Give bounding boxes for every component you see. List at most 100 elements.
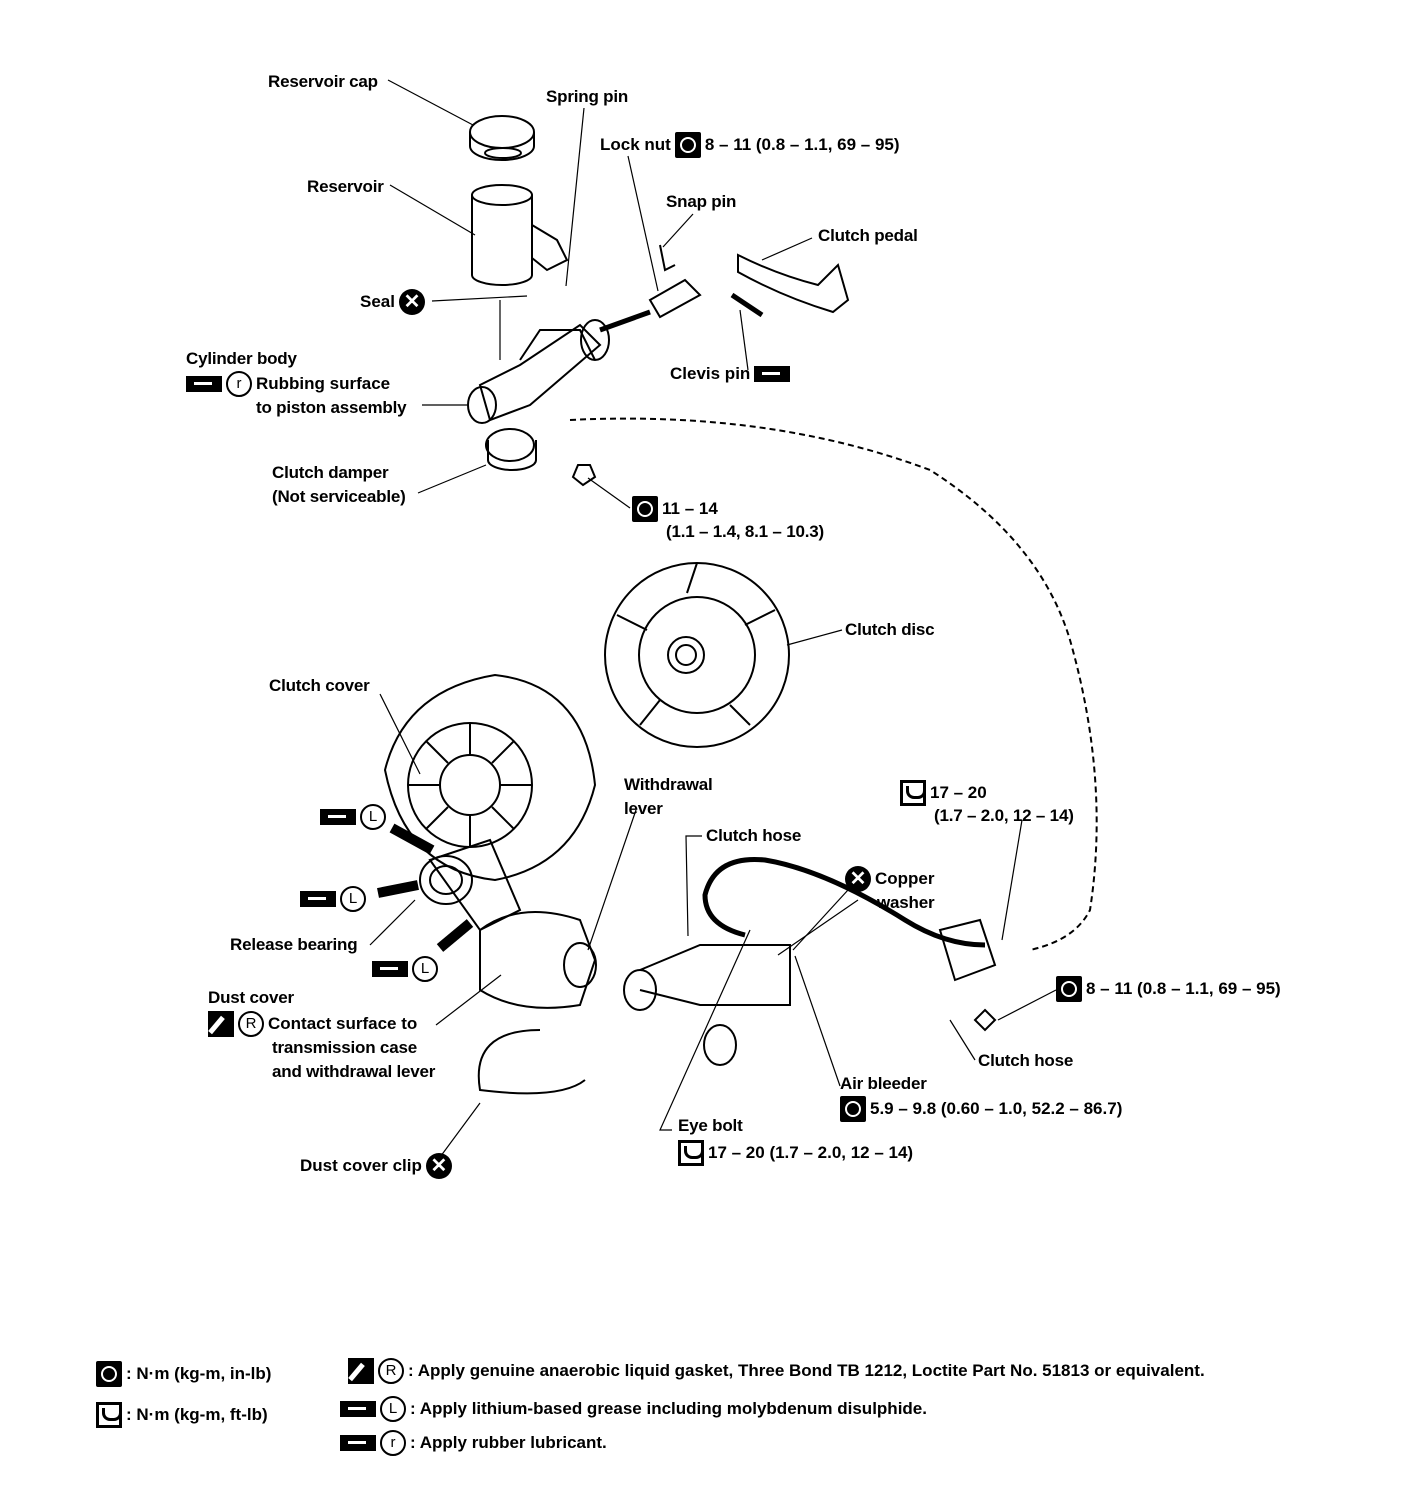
- copper-row: ✕ Copper: [845, 866, 935, 892]
- dust-cover-label: Dust cover: [208, 988, 294, 1007]
- lithium-grease-icon: L: [380, 1396, 406, 1422]
- legend-grease: L : Apply lithium-based grease including…: [340, 1396, 927, 1422]
- lock-nut-torque: 8 – 11 (0.8 – 1.1, 69 – 95): [704, 135, 900, 154]
- torque-ft-lb-icon: [96, 1402, 122, 1428]
- eye-bolt-torque: 17 – 20 (1.7 – 2.0, 12 – 14): [708, 1143, 914, 1162]
- air-bleeder-torque-row: 5.9 – 9.8 (0.60 – 1.0, 52.2 – 86.7): [840, 1096, 1122, 1122]
- clutch-hose-top-label: Clutch hose: [706, 826, 802, 845]
- legend-nm-ft-lb-text: : N·m (kg-m, ft-lb): [126, 1405, 268, 1424]
- clutch-hose-drawing: [702, 856, 986, 948]
- torque-17-20-row: 17 – 20: [900, 780, 987, 806]
- release-bearing-drawing: [419, 855, 473, 905]
- snap-pin-drawing: [659, 244, 676, 272]
- torque-in-lb-icon: [1056, 976, 1082, 1002]
- contact-surface-row: R Contact surface to: [208, 1011, 417, 1037]
- lock-nut-label: Lock nut: [600, 135, 671, 154]
- grease-icon: [320, 809, 356, 825]
- clevis-pin-label: Clevis pin: [670, 364, 751, 383]
- clevis-pin-row: Clevis pin: [670, 362, 791, 386]
- eye-bolt-label: Eye bolt: [678, 1116, 743, 1135]
- liquid-gasket-icon: [348, 1358, 374, 1384]
- torque-in-lb-icon: [840, 1096, 866, 1122]
- clutch-damper-label: Clutch damper: [272, 463, 389, 482]
- seal-label: Seal: [360, 292, 395, 311]
- torque-11-14: 11 – 14: [662, 499, 718, 518]
- hose-bolt-torque-row: 8 – 11 (0.8 – 1.1, 69 – 95): [1056, 976, 1281, 1002]
- seal-row: Seal ✕: [360, 289, 425, 315]
- lock-nut-row: Lock nut 8 – 11 (0.8 – 1.1, 69 – 95): [600, 132, 900, 158]
- legend-gasket-text: : Apply genuine anaerobic liquid gasket,…: [408, 1361, 1205, 1380]
- clutch-disc-label: Clutch disc: [845, 620, 935, 639]
- clutch-line: [569, 417, 1098, 951]
- hose-bolt-drawing: [973, 1008, 997, 1032]
- contact-surface-label: Contact surface to: [268, 1014, 418, 1033]
- rubber-lubricant-icon: r: [226, 371, 252, 397]
- reservoir-label: Reservoir: [307, 177, 384, 196]
- torque-in-lb-icon: [632, 496, 658, 522]
- grease-icon: [300, 891, 336, 907]
- lithium-grease-icon: L: [412, 956, 438, 982]
- clevis-pin-drawing: [730, 292, 764, 318]
- torque-17-20: 17 – 20: [930, 783, 987, 802]
- torque-17-20-sub: (1.7 – 2.0, 12 – 14): [934, 806, 1074, 825]
- cylinder-body-drawing: [467, 278, 702, 471]
- grease-L-row-2: L: [300, 886, 366, 912]
- dust-cover-drawing: [479, 911, 597, 1009]
- legend-nm-in-lb-text: : N·m (kg-m, in-lb): [126, 1364, 272, 1383]
- torque-in-lb-icon: [96, 1361, 122, 1387]
- rubbing-surface-row: r Rubbing surface: [186, 371, 390, 397]
- grease-icon: [186, 376, 222, 392]
- grease-arrow-1: [389, 823, 435, 855]
- cylinder-body-label: Cylinder body: [186, 349, 297, 368]
- eye-bolt-torque-row: 17 – 20 (1.7 – 2.0, 12 – 14): [678, 1140, 913, 1166]
- operating-cylinder-drawing: [623, 944, 791, 1066]
- legend-grease-text: : Apply lithium-based grease including m…: [410, 1399, 927, 1418]
- grease-icon: [754, 366, 791, 382]
- grease-icon: [372, 961, 408, 977]
- torque-11-14-sub: (1.1 – 1.4, 8.1 – 10.3): [666, 522, 824, 541]
- piston-assembly-label: to piston assembly: [256, 398, 407, 417]
- torque-ft-lb-icon: [900, 780, 926, 806]
- washer-label: washer: [877, 893, 935, 912]
- rubbing-surface-label: Rubbing surface: [256, 374, 391, 393]
- clutch-pedal-label: Clutch pedal: [818, 226, 918, 245]
- legend-rubber-text: : Apply rubber lubricant.: [410, 1433, 607, 1452]
- grease-L-row-3: L: [372, 956, 438, 982]
- replace-icon: ✕: [845, 866, 871, 892]
- lithium-grease-icon: L: [360, 804, 386, 830]
- release-bearing-label: Release bearing: [230, 935, 358, 954]
- anaerobic-gasket-icon: R: [378, 1358, 404, 1384]
- clutch-disc-drawing: [604, 562, 790, 748]
- grease-arrow-3: [436, 919, 474, 952]
- legend-gasket: R : Apply genuine anaerobic liquid gaske…: [348, 1358, 1205, 1384]
- replace-icon: ✕: [398, 289, 425, 315]
- grease-arrow-2: [377, 880, 419, 898]
- reservoir-cap-label: Reservoir cap: [268, 72, 378, 91]
- legend-rubber: r : Apply rubber lubricant.: [340, 1430, 607, 1456]
- hose-bracket-drawing: [938, 918, 997, 982]
- torque-11-14-row: 11 – 14: [632, 496, 718, 522]
- grease-L-row-1: L: [320, 804, 386, 830]
- torque-ft-lb-icon: [678, 1140, 704, 1166]
- withdrawal-lever-label: and withdrawal lever: [272, 1062, 436, 1081]
- grease-icon: [340, 1435, 376, 1451]
- leader-lines: [369, 79, 1057, 1169]
- air-bleeder-label: Air bleeder: [840, 1074, 927, 1093]
- lithium-grease-icon: L: [340, 886, 366, 912]
- reservoir-cap-drawing: [469, 115, 535, 161]
- lever-label: lever: [624, 799, 663, 818]
- snap-pin-label: Snap pin: [666, 192, 737, 211]
- legend-nm-ft-lb: : N·m (kg-m, ft-lb): [96, 1402, 268, 1428]
- spring-pin-label: Spring pin: [546, 87, 629, 106]
- dust-cover-clip-row: Dust cover clip ✕: [300, 1153, 452, 1179]
- transmission-case-label: transmission case: [272, 1038, 417, 1057]
- grease-icon: [340, 1401, 376, 1417]
- air-bleeder-torque: 5.9 – 9.8 (0.60 – 1.0, 52.2 – 86.7): [870, 1099, 1123, 1118]
- withdrawal-label: Withdrawal: [624, 775, 713, 794]
- legend-nm-in-lb: : N·m (kg-m, in-lb): [96, 1361, 271, 1387]
- clutch-cover-label: Clutch cover: [269, 676, 370, 695]
- anaerobic-gasket-icon: R: [238, 1011, 264, 1037]
- dust-cover-clip-drawing: [477, 1029, 586, 1095]
- clutch-pedal-drawing: [737, 253, 850, 314]
